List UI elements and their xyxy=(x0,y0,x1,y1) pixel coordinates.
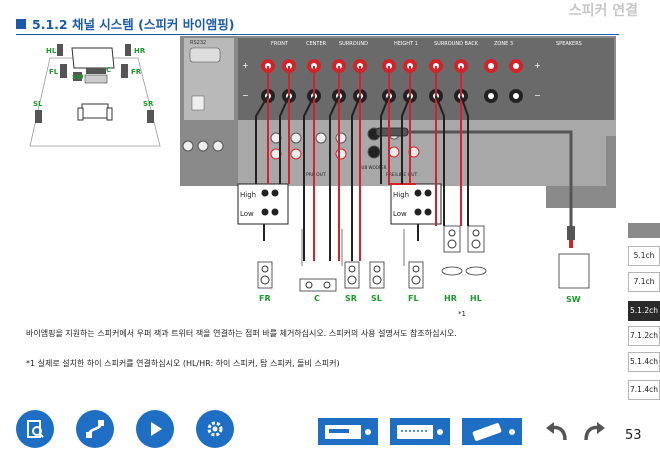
speaker-label-fl: FL xyxy=(408,294,419,303)
rear-panel-button[interactable] xyxy=(390,418,450,445)
speaker-c-icon xyxy=(86,68,106,74)
speaker-sl-icon xyxy=(35,110,42,123)
port-label-surround-back: SURROUND BACK xyxy=(434,41,479,47)
port-label-zone3: ZONE 3 xyxy=(494,41,513,47)
side-tab-header-band xyxy=(628,223,660,238)
speaker-fl-cabinet-icon xyxy=(408,261,424,289)
layout-label-fl: FL xyxy=(49,68,59,76)
speaker-c-cabinet-icon xyxy=(299,278,337,292)
tab-5-1ch[interactable]: 5.1ch xyxy=(628,246,660,266)
playback-button[interactable] xyxy=(136,410,174,448)
speaker-label-sr: SR xyxy=(345,294,357,303)
remote-button[interactable] xyxy=(462,418,522,445)
remote-control-icon xyxy=(472,422,515,441)
terminal-plus-left: + xyxy=(242,61,249,70)
section-bullet-icon xyxy=(16,18,26,29)
tab-7-1-2ch[interactable]: 7.1.2ch xyxy=(628,326,660,346)
title-divider xyxy=(16,34,619,35)
footnote-text: *1 실제로 설치한 하이 스피커를 연결하십시오 (HL/HR: 하이 스피커… xyxy=(26,359,340,368)
room-floor xyxy=(29,57,161,147)
layout-label-sw: SW xyxy=(72,73,84,81)
receiver-small-icon xyxy=(84,74,108,84)
rs232-port xyxy=(189,47,221,63)
port-label-speakers: SPEAKERS xyxy=(556,41,582,47)
speaker-fr-cabinet-icon xyxy=(257,261,273,289)
tab-7-1-4ch[interactable]: 7.1.4ch xyxy=(628,380,660,400)
tab-5-1-4ch[interactable]: 5.1.4ch xyxy=(628,352,660,372)
wiring-diagram: RS232 FRONT CENTER SURROUND HEIGHT 1 SUR… xyxy=(180,36,616,318)
terminal-plus-right: + xyxy=(534,61,541,70)
chapter-title: 스피커 연결 xyxy=(568,3,638,19)
tv-icon xyxy=(71,47,115,69)
gear-icon xyxy=(207,421,223,437)
cable-icon xyxy=(86,420,104,438)
pre-out-label: PRE OUT xyxy=(306,172,326,178)
speaker-label-hr: HR xyxy=(444,294,457,303)
tab-7-1ch[interactable]: 7.1ch xyxy=(628,272,660,292)
speaker-fr-icon xyxy=(121,64,128,78)
speaker-label-sl: SL xyxy=(371,294,382,303)
rear-panel-icon xyxy=(397,424,443,439)
biamp-instruction-text: 바이앰핑을 지원하는 스피커에서 우퍼 잭과 트위터 잭을 연결하는 점퍼 바를… xyxy=(26,329,457,338)
connections-button[interactable] xyxy=(76,410,114,448)
speaker-hr-cabinet-icon xyxy=(441,225,463,276)
speaker-label-c: C xyxy=(314,294,320,303)
layout-label-hl: HL xyxy=(46,47,57,55)
speaker-sw-icon xyxy=(73,72,82,81)
biamp-left-low-label: Low xyxy=(240,210,254,218)
speaker-label-fr: FR xyxy=(259,294,271,303)
room-layout-diagram: HL HR FL FR SW C SL SR xyxy=(29,44,161,147)
speaker-sw-cabinet-icon xyxy=(558,253,590,289)
port-label-height1: HEIGHT 1 xyxy=(394,41,418,47)
layout-label-c: C xyxy=(106,66,111,74)
forward-arrow-icon[interactable] xyxy=(580,418,608,446)
speaker-hl-icon xyxy=(57,44,63,56)
layout-label-sl: SL xyxy=(33,100,43,108)
book-icon xyxy=(27,420,44,438)
play-icon xyxy=(151,422,162,436)
trigger-port xyxy=(191,95,205,111)
port-label-front: FRONT xyxy=(271,41,289,47)
layout-label-sr: SR xyxy=(143,100,154,108)
speaker-fl-icon xyxy=(60,64,67,78)
biamp-box-right xyxy=(390,183,442,225)
section-title: 5.1.2 채널 시스템 (스피커 바이앰핑) xyxy=(32,17,235,32)
speaker-sr-cabinet-icon xyxy=(344,261,360,289)
sub-woofer-label: SUB WOOFER xyxy=(359,165,387,170)
back-arrow-icon[interactable] xyxy=(543,418,571,446)
speaker-wires xyxy=(255,66,469,261)
tab-5-1-2ch[interactable]: 5.1.2ch xyxy=(628,301,660,321)
front-panel-button[interactable] xyxy=(318,418,378,445)
subwoofer-cable xyxy=(375,127,575,248)
biamp-left-high-label: High xyxy=(240,191,256,199)
biamp-box-left xyxy=(237,183,289,225)
speaker-label-sw: SW xyxy=(566,295,581,304)
settings-button[interactable] xyxy=(196,410,234,448)
port-label-center: CENTER xyxy=(306,41,327,47)
layout-label-hr: HR xyxy=(134,47,146,55)
terminal-minus-right: − xyxy=(534,91,541,100)
footnote-marker: *1 xyxy=(458,310,466,318)
front-panel-icon xyxy=(325,424,371,439)
biamp-right-low-label: Low xyxy=(393,210,407,218)
page-number: 53 xyxy=(625,428,642,443)
speaker-sl-cabinet-icon xyxy=(369,261,385,289)
biamp-right-high-label: High xyxy=(393,191,409,199)
layout-label-fr: FR xyxy=(131,68,142,76)
listener-sofa-icon xyxy=(77,103,113,121)
speaker-hr-icon xyxy=(125,44,131,56)
section-heading: 5.1.2 채널 시스템 (스피커 바이앰핑) xyxy=(16,14,234,33)
terminal-minus-left: − xyxy=(242,91,249,100)
speaker-hl-cabinet-icon xyxy=(465,225,487,276)
rs232-label: RS232 xyxy=(190,40,206,46)
speaker-label-hl: HL xyxy=(470,294,482,303)
speaker-sr-icon xyxy=(147,110,154,123)
contents-button[interactable] xyxy=(16,410,54,448)
port-label-surround: SURROUND xyxy=(339,41,368,47)
